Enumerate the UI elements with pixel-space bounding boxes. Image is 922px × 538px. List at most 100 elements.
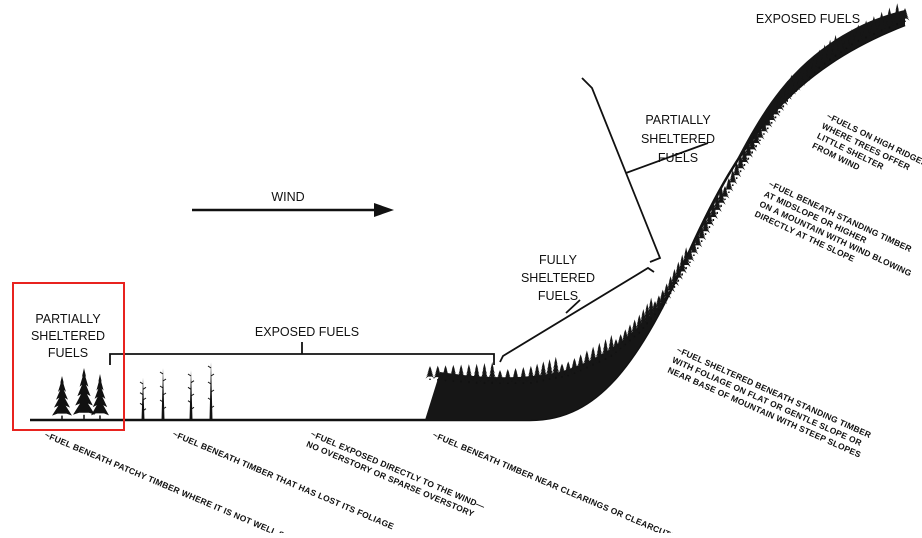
svg-text:NO OVERSTORY OR SPARSE OVERSTO: NO OVERSTORY OR SPARSE OVERSTORY (305, 439, 476, 519)
conifer-tree-icon (650, 301, 660, 314)
conifer-tree-icon (563, 361, 573, 375)
conifer-tree-icon (52, 376, 72, 416)
conifer-tree-icon (576, 354, 586, 370)
patchy-tree-group (52, 368, 109, 420)
conifer-tree-icon (763, 113, 773, 128)
partially-sheltered-left-line1: PARTIALLY (35, 312, 101, 326)
note-clearings: ~FUEL BENEATH TIMBER NEAR CLEARINGS OR C… (431, 430, 677, 538)
fully-sheltered-bracket (499, 266, 655, 363)
snag-tree-icon (141, 378, 145, 420)
conifer-tree-icon (441, 365, 451, 380)
conifer-tree-icon (853, 24, 863, 40)
conifer-tree-icon (662, 283, 672, 299)
conifer-tree-icon (601, 339, 611, 358)
conifer-tree-icon (810, 55, 820, 72)
conifer-tree-icon (736, 154, 746, 171)
snag-tree-icon (189, 370, 193, 420)
conifer-tree-icon (616, 334, 626, 348)
conifer-tree-icon (841, 34, 851, 48)
note-high-ridges: ~FUELS ON HIGH RIDGES WHERE TREES OFFER … (811, 111, 922, 172)
exposed-fuels-top-label: EXPOSED FUELS (756, 12, 860, 26)
conifer-tree-icon (557, 363, 567, 377)
conifer-tree-icon (774, 93, 784, 111)
conifer-tree-icon (456, 364, 466, 381)
conifer-tree-icon (625, 324, 635, 340)
conifer-tree-icon (681, 247, 691, 268)
conifer-tree-icon (518, 367, 528, 383)
conifer-tree-icon (673, 261, 683, 280)
conifer-tree-icon (551, 356, 561, 377)
conifer-tree-icon (448, 364, 458, 381)
conifer-tree-icon (545, 359, 555, 378)
partially-sheltered-slope-line3: FUELS (658, 151, 698, 165)
conifer-tree-icon (728, 170, 738, 185)
conifer-tree-icon (720, 186, 730, 199)
conifer-tree-icon (472, 363, 482, 382)
conifer-tree-icon (724, 178, 734, 192)
conifer-tree-icon (611, 339, 621, 352)
conifer-tree-icon (739, 146, 749, 164)
conifer-tree-icon (847, 29, 857, 44)
conifer-tree-icon (606, 334, 616, 355)
partially-sheltered-left-line3: FUELS (48, 346, 88, 360)
note-flat-sheltered: ~FUEL SHELTERED BENEATH STANDING TIMBER … (666, 345, 873, 460)
conifer-tree-icon (654, 295, 664, 309)
conifer-tree-icon (747, 132, 757, 152)
conifer-tree-icon (495, 370, 505, 383)
conifer-tree-icon (778, 87, 788, 106)
conifer-tree-icon (800, 66, 810, 82)
partially-sheltered-slope-line2: SHELTERED (641, 132, 715, 146)
fully-sheltered-line1: FULLY (539, 253, 578, 267)
snag-tree-group (139, 362, 215, 420)
conifer-tree-icon (685, 249, 695, 262)
conifer-tree-icon (755, 127, 765, 140)
conifer-tree-icon (771, 100, 781, 117)
conifer-tree-icon (820, 44, 830, 63)
wind-label: WIND (271, 190, 304, 204)
conifer-tree-icon (511, 368, 521, 383)
conifer-tree-icon (630, 319, 640, 336)
conifer-tree-icon (869, 16, 879, 34)
conifer-tree-icon (658, 289, 668, 305)
conifer-tree-icon (814, 49, 824, 67)
conifer-tree-icon (743, 139, 753, 158)
conifer-tree-icon (666, 276, 676, 293)
conifer-tree-icon (588, 346, 598, 364)
highlight-box (12, 282, 125, 431)
conifer-tree-icon (638, 309, 648, 327)
conifer-tree-icon (767, 106, 777, 122)
svg-text:~FUEL BENEATH TIMBER NEAR CLEA: ~FUEL BENEATH TIMBER NEAR CLEARINGS OR C… (431, 430, 677, 533)
snag-tree-icon (161, 368, 165, 420)
conifer-tree-icon (805, 61, 815, 77)
conifer-tree-icon (433, 365, 443, 380)
conifer-tree-icon (900, 8, 910, 21)
conifer-tree-icon (677, 254, 687, 274)
conifer-tree-icon (634, 314, 644, 332)
conifer-tree-icon (704, 209, 714, 227)
svg-text:WITH FOLIAGE ON FLAT OR GENTLE: WITH FOLIAGE ON FLAT OR GENTLE SLOPE OR (671, 355, 864, 448)
svg-text:~FUEL BENEATH TIMBER THAT HAS: ~FUEL BENEATH TIMBER THAT HAS LOST ITS F… (171, 429, 395, 532)
conifer-tree-icon (693, 233, 703, 248)
conifer-tree-icon (538, 361, 548, 380)
snag-tree-icon (209, 362, 213, 420)
partially-sheltered-slope-line1: PARTIALLY (645, 113, 711, 127)
conifer-tree-icon (526, 365, 536, 383)
conifer-tree-icon (689, 241, 699, 255)
conifer-tree-icon (861, 20, 871, 37)
slope-forest-mass (425, 10, 905, 420)
exposed-fuels-flat-bracket (109, 342, 495, 365)
conifer-tree-icon (782, 80, 792, 100)
conifer-tree-icon (487, 362, 497, 382)
note-midslope: ~FUEL BENEATH STANDING TIMBER AT MIDSLOP… (753, 179, 913, 279)
conifer-tree-icon (569, 358, 579, 373)
exposed-fuels-flat-label: EXPOSED FUELS (255, 325, 359, 339)
conifer-tree-icon (532, 363, 542, 381)
partially-sheltered-left-line2: SHELTERED (31, 329, 105, 343)
conifer-tree-icon (669, 268, 679, 286)
conifer-tree-icon (646, 297, 656, 318)
slope-tree-group (425, 3, 910, 384)
conifer-tree-icon (716, 185, 726, 205)
conifer-tree-icon (836, 39, 846, 52)
